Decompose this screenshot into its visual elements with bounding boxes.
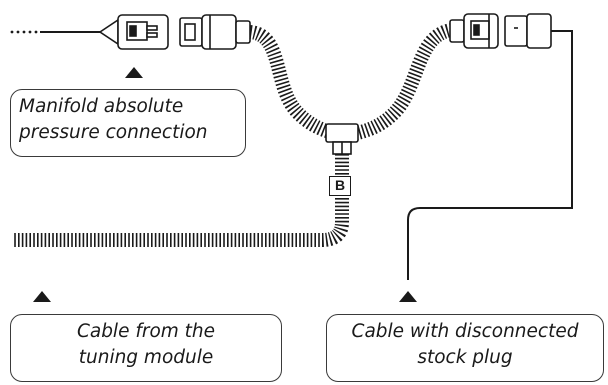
stock-callout: Cable with disconnected stock plug — [326, 314, 604, 382]
stock-callout-line1: Cable with disconnected — [351, 321, 579, 342]
arrow-up-icon — [33, 291, 51, 302]
stock-plug-icon — [504, 13, 552, 49]
tuning-callout-line1: Cable from the — [76, 321, 216, 342]
left-harness-connector-icon — [179, 14, 251, 50]
arrow-up-icon — [125, 67, 143, 78]
stock-plug-wire — [407, 30, 573, 280]
manifold-callout-line2: pressure connection — [19, 122, 208, 143]
coiled-cable-tail — [12, 198, 349, 247]
manifold-lead — [10, 30, 100, 34]
stock-callout-line2: stock plug — [417, 347, 513, 368]
manifold-callout: Manifold absolute pressure connection — [10, 89, 246, 157]
manifold-callout-line1: Manifold absolute — [19, 96, 184, 117]
right-harness-connector-icon — [449, 13, 499, 49]
arrow-up-icon — [399, 291, 417, 302]
coiled-cable-left-arm — [248, 25, 347, 144]
coiled-cable-right-arm — [342, 23, 454, 144]
connector-b-label: B — [329, 176, 351, 196]
tuning-callout: Cable from the tuning module — [10, 314, 282, 382]
tuning-callout-line2: tuning module — [78, 347, 214, 368]
manifold-connector-icon — [98, 14, 169, 50]
y-junction-icon — [325, 123, 359, 155]
